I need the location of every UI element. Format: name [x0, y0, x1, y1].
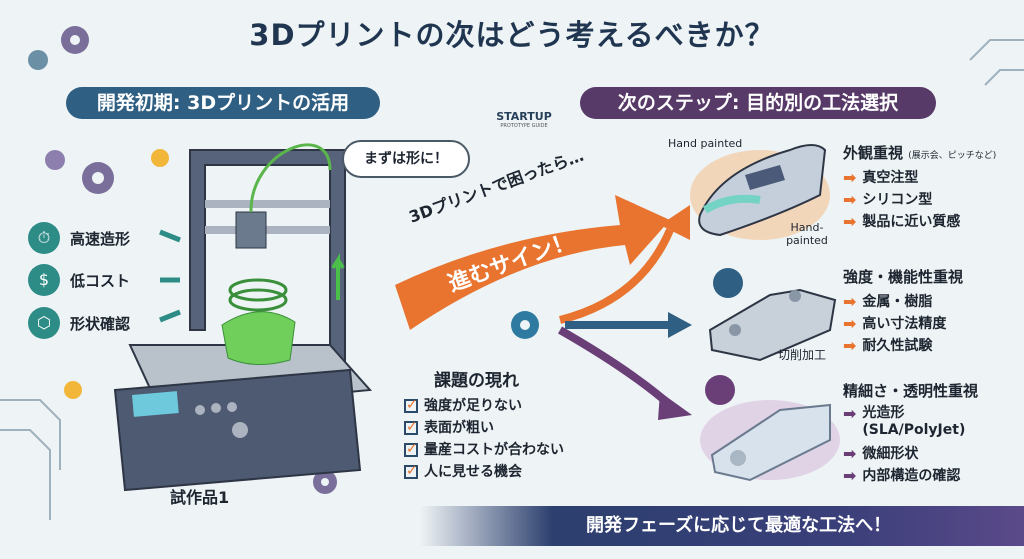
- section-note: (展示会、ピッチなど): [908, 151, 997, 161]
- arrow-right-icon: ➡: [843, 444, 857, 463]
- lightbulb-icon: [64, 149, 169, 399]
- feature-label: 高速造形: [70, 229, 131, 248]
- checkbox-icon: ✓: [404, 397, 418, 413]
- circuit-decoration: [0, 39, 1024, 520]
- issue-label: 表面が粗い: [424, 420, 494, 436]
- cube-icon: ⬡: [28, 307, 60, 339]
- checkbox-icon: ✓: [404, 441, 418, 457]
- issue-label: 強度が足りない: [424, 398, 522, 414]
- method-item: ➡ 光造形 (SLA/PolyJet): [843, 405, 978, 439]
- car-label: Hand painted: [668, 137, 743, 150]
- method-label: 高い寸法精度: [862, 316, 947, 332]
- method-label: 微細形状: [862, 446, 919, 462]
- method-item: ➡ 製品に近い質感: [843, 211, 996, 233]
- logo-name: STARTUP: [496, 110, 552, 123]
- issues-title: 課題の現れ: [434, 371, 519, 391]
- car-model-illustration: [690, 144, 830, 240]
- machined-part-illustration: [708, 268, 837, 362]
- logo-subtitle: PROTOTYPE GUIDE: [500, 123, 548, 129]
- method-item: ➡ シリコン型: [843, 189, 996, 211]
- 3d-printer-illustration: [113, 143, 373, 492]
- machining-label: 切削加工: [778, 348, 827, 362]
- method-item: ➡ 真空注型: [843, 167, 996, 189]
- transparent-part-illustration: [700, 375, 840, 482]
- method-item: ➡ 微細形状: [843, 443, 978, 465]
- stopwatch-icon: ⏱: [28, 222, 60, 254]
- arrow-right-icon: ➡: [843, 336, 857, 355]
- issue-item: ✓ 量産コストが合わない: [404, 439, 564, 461]
- method-label: 耐久性試験: [862, 338, 933, 354]
- method-label: 金属・樹脂: [862, 294, 933, 310]
- arrow-right-icon: ➡: [843, 466, 857, 485]
- method-label: 光造形 (SLA/PolyJet): [862, 405, 966, 438]
- arrow-icon: [159, 229, 181, 323]
- method-item: ➡ 内部構造の確認: [843, 465, 978, 487]
- method-label: 真空注型: [862, 170, 919, 186]
- method-item: ➡ 高い寸法精度: [843, 313, 963, 335]
- feature-label: 形状確認: [70, 314, 131, 333]
- section-precision: 精細さ・透明性重視 ➡ 光造形 (SLA/PolyJet) ➡ 微細形状 ➡ 内部構造…: [843, 380, 978, 487]
- section-strength: 強度・機能性重視 ➡ 金属・樹脂 ➡ 高い寸法精度 ➡ 耐久性試験: [843, 266, 963, 357]
- issues-list: 課題の現れ ✓ 強度が足りない ✓ 表面が粗い ✓ 量産コストが合わない ✓ 人に見せる…: [404, 366, 564, 483]
- method-label: 内部構造の確認: [862, 468, 961, 484]
- feature-item: ⏱ 高速造形: [28, 222, 130, 254]
- car-label: Hand-painted: [786, 221, 828, 247]
- arrow-right-icon: ➡: [843, 212, 857, 231]
- section-title: 外観重視: [843, 144, 904, 162]
- issue-item: ✓ 人に見せる機会: [404, 461, 564, 483]
- prototype-label: 試作品1: [170, 488, 230, 507]
- issue-item: ✓ 強度が足りない: [404, 395, 564, 417]
- checkbox-icon: ✓: [404, 419, 418, 435]
- section-title: 精細さ・透明性重視: [843, 382, 979, 400]
- issue-item: ✓ 表面が粗い: [404, 417, 564, 439]
- method-label: シリコン型: [862, 192, 933, 208]
- logo: STARTUP PROTOTYPE GUIDE: [488, 82, 560, 129]
- method-label: 製品に近い質感: [862, 214, 961, 230]
- arrow-right-icon: ➡: [843, 168, 857, 187]
- arrow-right-icon: ➡: [843, 404, 857, 423]
- method-item: ➡ 金属・樹脂: [843, 291, 963, 313]
- right-section-header: 次のステップ: 目的別の工法選択: [580, 87, 936, 119]
- dollar-hand-icon: $: [28, 264, 60, 296]
- orange-arrow: [395, 195, 670, 330]
- section-appearance: 外観重視 (展示会、ピッチなど) ➡ 真空注型 ➡ シリコン型 ➡ 製品に近い質感: [843, 142, 996, 233]
- feature-item: $ 低コスト: [28, 264, 130, 296]
- left-section-header: 開発初期: 3Dプリントの活用: [66, 87, 380, 119]
- issue-label: 人に見せる機会: [424, 464, 522, 480]
- feature-label: 低コスト: [70, 271, 131, 290]
- thought-bubble: まずは形に！: [342, 140, 470, 178]
- arrow-right-icon: ➡: [843, 314, 857, 333]
- method-item: ➡ 耐久性試験: [843, 335, 963, 357]
- page-title: 3Dプリントの次はどう考えるべきか？: [249, 18, 775, 52]
- checkbox-icon: ✓: [404, 463, 418, 479]
- bottom-banner: 開発フェーズに応じて最適な工法へ！: [420, 506, 1024, 546]
- section-title: 強度・機能性重視: [843, 268, 964, 286]
- arrow-right-icon: ➡: [843, 190, 857, 209]
- feature-item: ⬡ 形状確認: [28, 307, 130, 339]
- arrow-right-icon: ➡: [843, 292, 857, 311]
- issue-label: 量産コストが合わない: [424, 442, 564, 458]
